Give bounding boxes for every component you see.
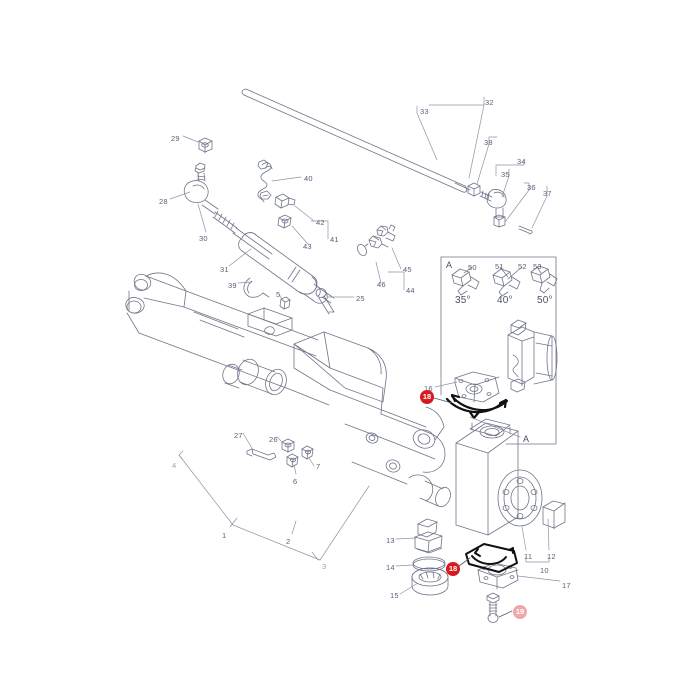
fitting-46	[357, 235, 389, 257]
part-label-7: 7	[316, 462, 321, 471]
nut-26	[281, 438, 295, 453]
part-label-13: 13	[386, 536, 395, 545]
part-label-30: 30	[199, 234, 208, 243]
part-label-38: 38	[484, 138, 493, 147]
kingpin-13	[414, 518, 443, 554]
part-label-12: 12	[547, 552, 556, 561]
part-label-39: 39	[228, 281, 237, 290]
steering-knuckle-body	[455, 418, 566, 536]
part-label-28: 28	[159, 197, 168, 206]
part-label-41: 41	[330, 235, 339, 244]
part-label-27: 27	[234, 431, 243, 440]
bolt-19	[486, 592, 500, 623]
knuckle-callout-letter-a: A	[523, 434, 530, 444]
angle-35: 35°	[455, 295, 471, 306]
fitting-43	[277, 214, 292, 229]
fitting-45	[376, 224, 396, 242]
knuckle-top-cap-16	[454, 371, 500, 403]
part-label-36: 36	[527, 183, 536, 192]
part-label-43: 43	[303, 242, 312, 251]
tie-rod-end-left	[183, 162, 273, 260]
part-label-4: 4	[172, 461, 177, 470]
part-label-5: 5	[276, 290, 281, 299]
steering-cylinder	[238, 232, 335, 304]
part-label-26: 26	[269, 435, 278, 444]
angle-40: 40°	[497, 295, 513, 306]
badge-19[interactable]: 19	[513, 605, 527, 619]
part-label-32: 32	[485, 98, 494, 107]
part-label-31: 31	[220, 265, 229, 274]
part-label-10: 10	[540, 566, 549, 575]
part-label-2: 2	[286, 537, 291, 546]
part-label-1: 1	[222, 531, 227, 540]
part-label-40: 40	[304, 174, 313, 183]
part-label-6: 6	[293, 477, 298, 486]
part-label-25: 25	[356, 294, 365, 303]
detail-a-fitting-35deg	[451, 268, 480, 296]
bolt-27	[246, 448, 277, 461]
hydraulic-hose-40	[257, 159, 273, 203]
part-label-17: 17	[562, 581, 571, 590]
part-label-37: 37	[543, 189, 552, 198]
detail-a-fitting-50deg	[530, 265, 558, 294]
part-label-44: 44	[406, 286, 415, 295]
nut-7	[301, 445, 314, 460]
nut-29	[198, 137, 213, 154]
part-label-16: 16	[424, 384, 433, 393]
washer-6	[286, 453, 299, 468]
part-label-53: 53	[533, 262, 542, 271]
part-label-42: 42	[316, 218, 325, 227]
fitting-5	[279, 296, 291, 310]
detail-box-a-frame	[440, 256, 557, 445]
detail-box-letter-a: A	[446, 260, 453, 270]
angle-50: 50°	[537, 295, 553, 306]
part-label-11: 11	[524, 552, 533, 561]
part-label-52: 52	[518, 262, 527, 271]
part-label-34: 34	[517, 157, 526, 166]
part-label-35: 35	[501, 170, 510, 179]
part-label-3: 3	[322, 562, 327, 571]
part-label-51: 51	[495, 262, 504, 271]
front-axle-housing	[125, 272, 451, 508]
fitting-42	[274, 193, 296, 209]
part-label-33: 33	[420, 107, 429, 116]
part-label-15: 15	[390, 591, 399, 600]
drag-link-end-assembly	[467, 182, 533, 235]
part-label-14: 14	[386, 563, 395, 572]
part-label-46: 46	[377, 280, 386, 289]
detail-a-fitting-40deg	[492, 268, 521, 297]
drag-link-tube	[241, 88, 471, 193]
part-label-45: 45	[403, 265, 412, 274]
badge-18-upper[interactable]: 18	[420, 390, 434, 404]
hub-assembly	[507, 319, 558, 393]
bearing-15	[411, 567, 449, 596]
badge-18-lower[interactable]: 18	[446, 562, 460, 576]
pin-25	[315, 288, 335, 315]
part-label-50: 50	[468, 263, 477, 272]
part-label-29: 29	[171, 134, 180, 143]
